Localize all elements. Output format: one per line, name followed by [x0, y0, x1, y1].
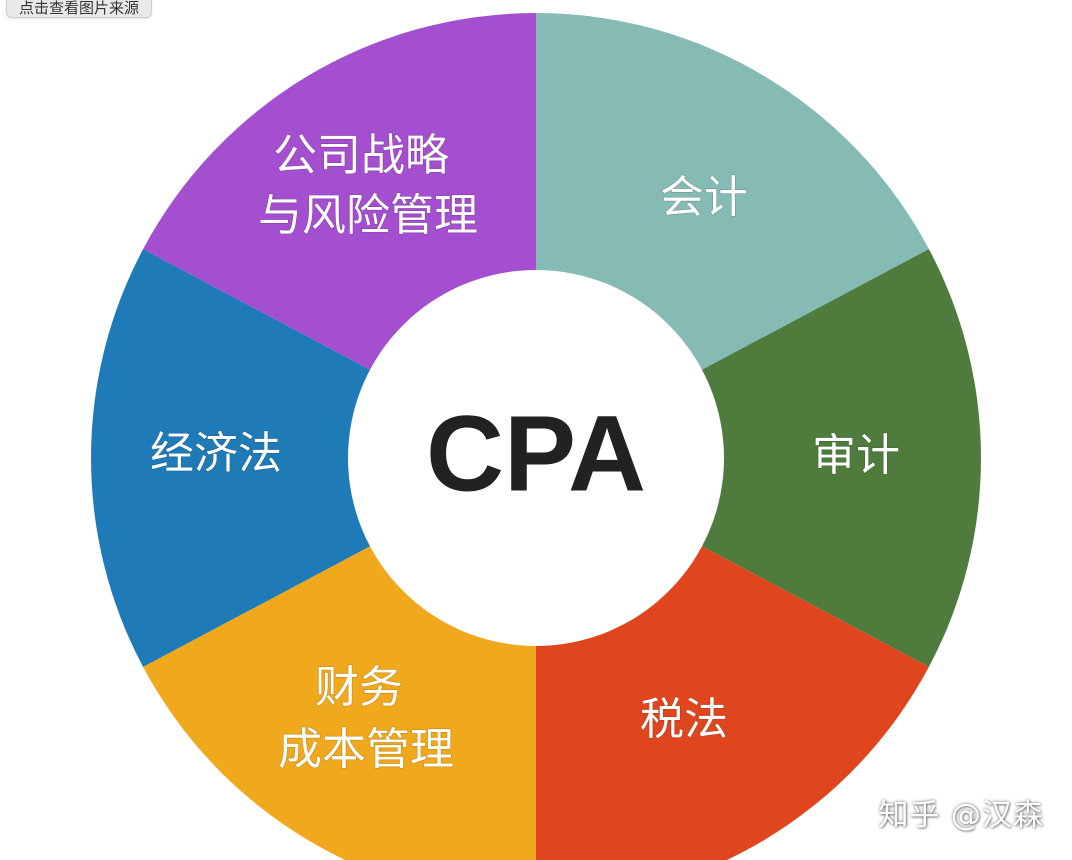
- view-image-source-button[interactable]: 点击查看图片来源: [6, 0, 153, 18]
- label-strategy-risk-management: 公司战略 与风险管理: [258, 130, 478, 241]
- label-tax-law: 税法: [640, 694, 728, 745]
- segment-accounting: [536, 13, 929, 388]
- center-circle: [348, 270, 724, 646]
- segment-labels: 会计 审计 税法 财务 成本管理 经济法 公司战略 与风险管理: [149, 129, 900, 775]
- segment-audit: [668, 249, 981, 667]
- segment-economic-law: [91, 249, 404, 667]
- label-audit: 审计: [812, 430, 900, 481]
- segment-strategy-risk-management: [143, 13, 536, 388]
- center-label: CPA: [426, 393, 646, 514]
- watermark-text: 知乎 @汉森: [878, 798, 1044, 833]
- wheel-segments: [91, 13, 981, 860]
- label-accounting: 会计: [660, 172, 748, 223]
- label-financial-cost-management: 财务 成本管理: [278, 662, 454, 775]
- label-economic-law: 经济法: [150, 428, 282, 479]
